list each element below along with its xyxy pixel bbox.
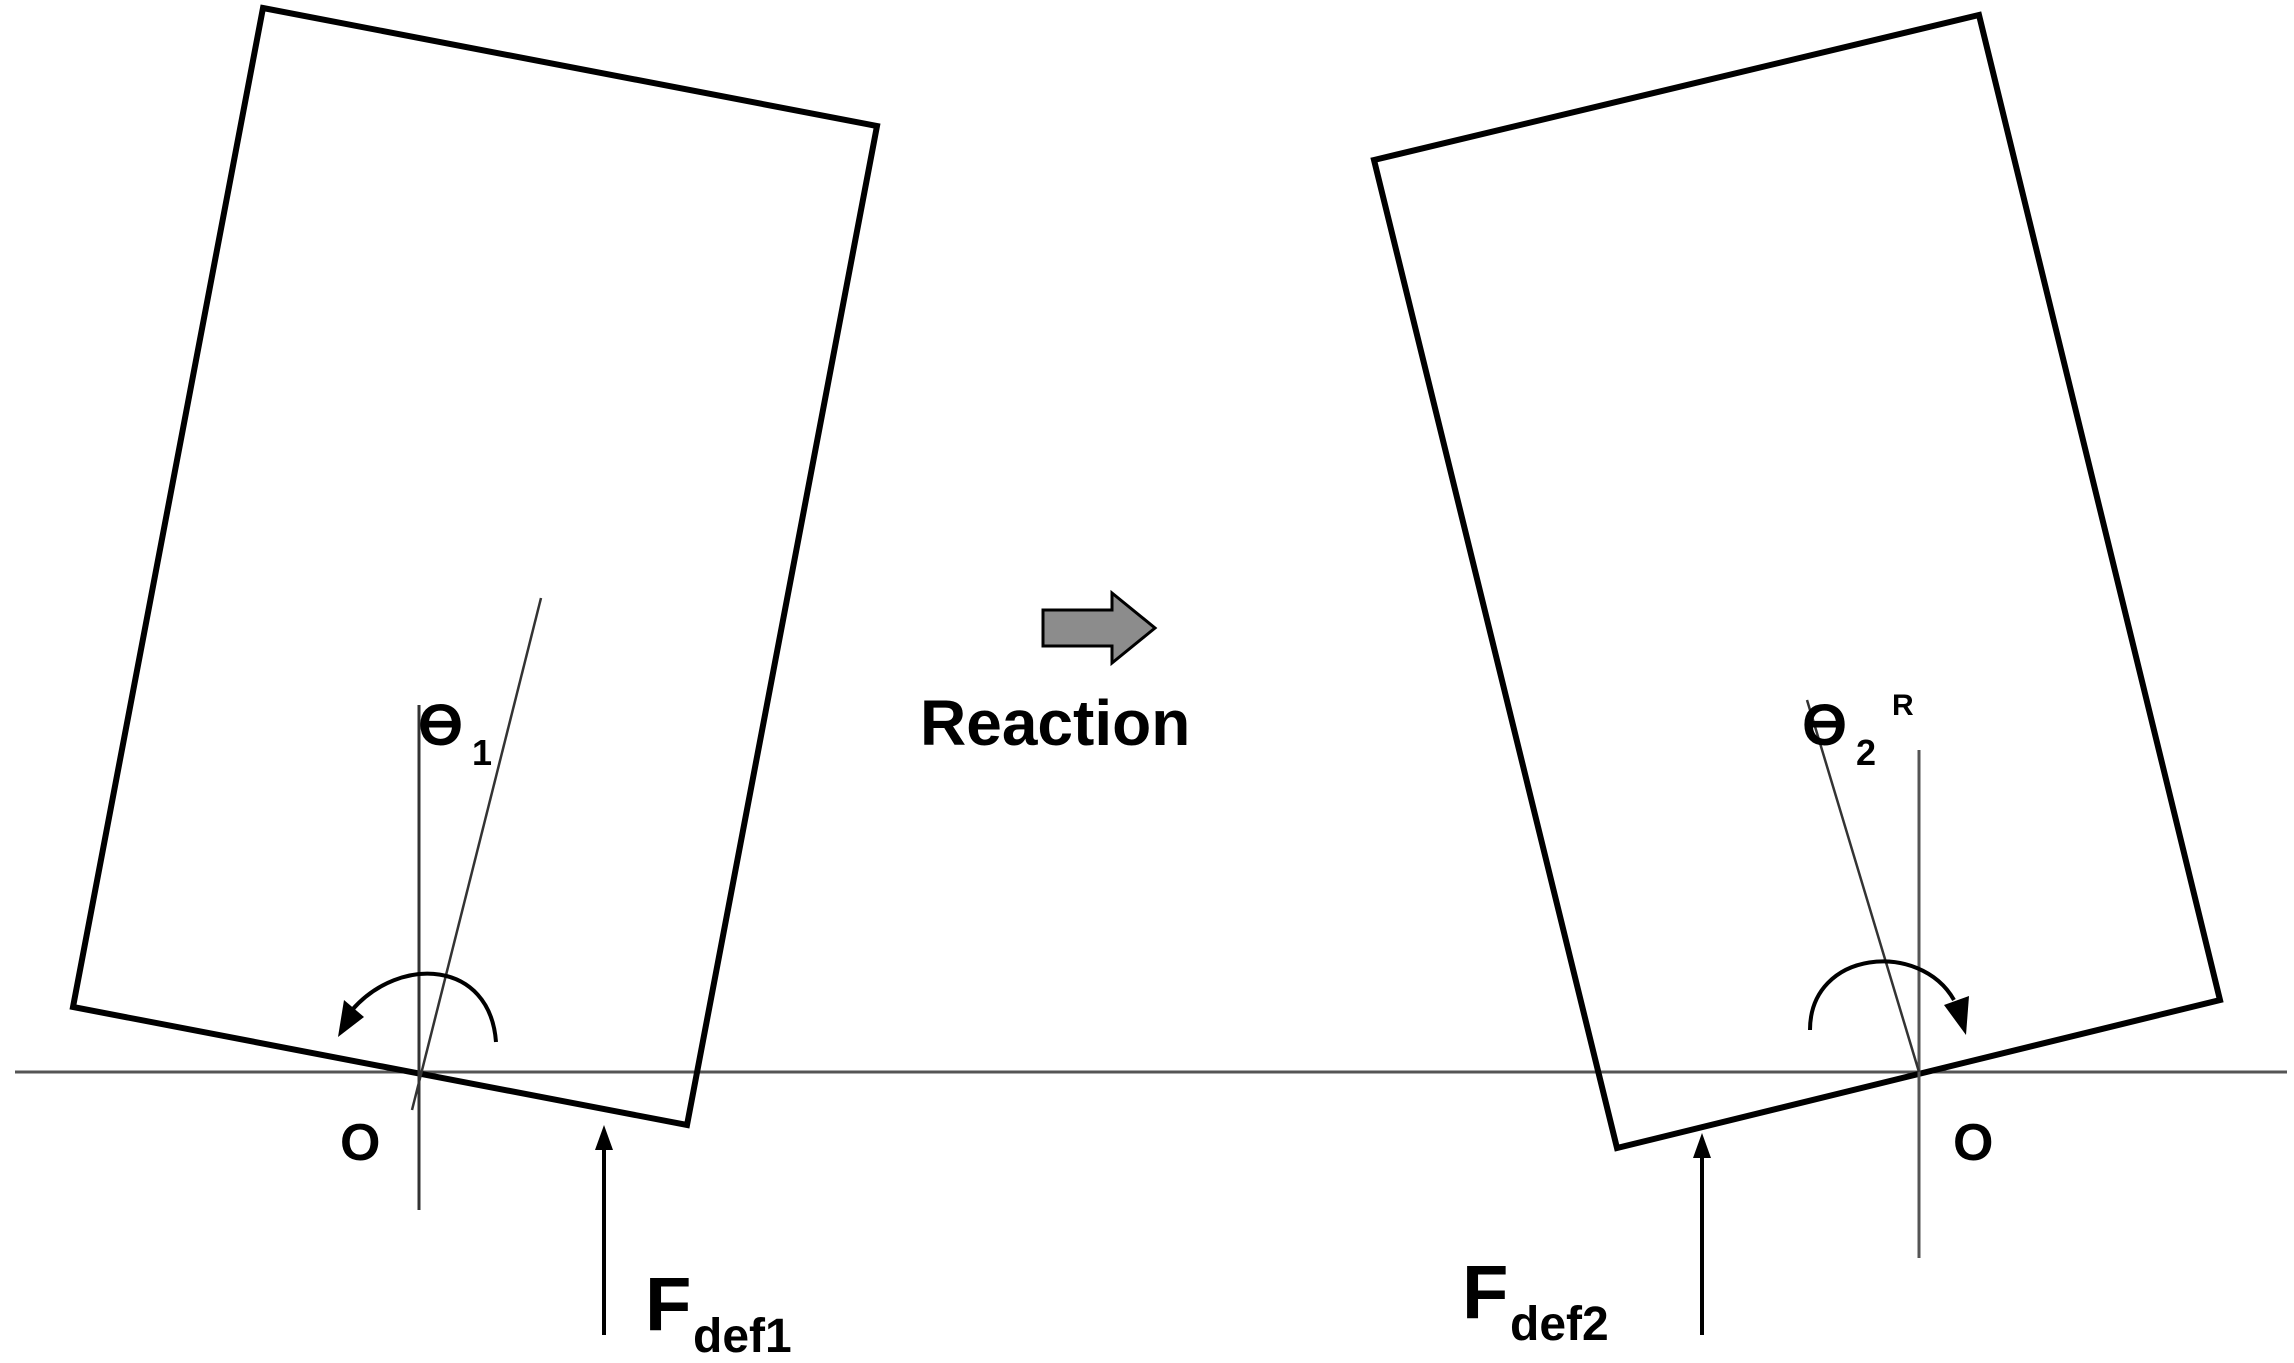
left-theta-subscript: 1 [472, 732, 492, 773]
right-pivot-label: O [1953, 1114, 1993, 1172]
right-block-group: ϴ 2 R O F def2 [1370, 11, 2224, 1351]
reaction-label: Reaction [920, 687, 1190, 759]
right-arrow-icon [1041, 589, 1158, 667]
right-theta-superscript: R [1892, 689, 1914, 722]
right-rotation-arrowhead-icon [1944, 996, 1969, 1035]
right-theta-subscript: 2 [1856, 732, 1876, 773]
left-block-group: ϴ 1 O F def1 [69, 4, 881, 1363]
left-theta-symbol: ϴ [418, 693, 463, 758]
left-pivot-label: O [340, 1114, 380, 1172]
left-rotation-arrow [350, 971, 498, 1043]
right-force-arrowhead-icon [1693, 1133, 1711, 1158]
right-force-subscript: def2 [1510, 1298, 1609, 1351]
right-rotation-arrow [1808, 959, 1956, 1031]
reaction-group: Reaction [920, 589, 1190, 759]
right-block [1370, 11, 2224, 1152]
left-rotation-arrowhead-icon [338, 1000, 364, 1037]
right-force-label: F [1462, 1250, 1508, 1335]
left-block [69, 4, 881, 1129]
left-force-label: F [645, 1262, 691, 1347]
right-tilted-reference-line [1805, 699, 1921, 1073]
right-theta-symbol: ϴ [1802, 693, 1847, 758]
left-force-subscript: def1 [693, 1310, 792, 1363]
left-force-arrowhead-icon [595, 1125, 613, 1150]
left-tilted-reference-line [410, 597, 543, 1111]
